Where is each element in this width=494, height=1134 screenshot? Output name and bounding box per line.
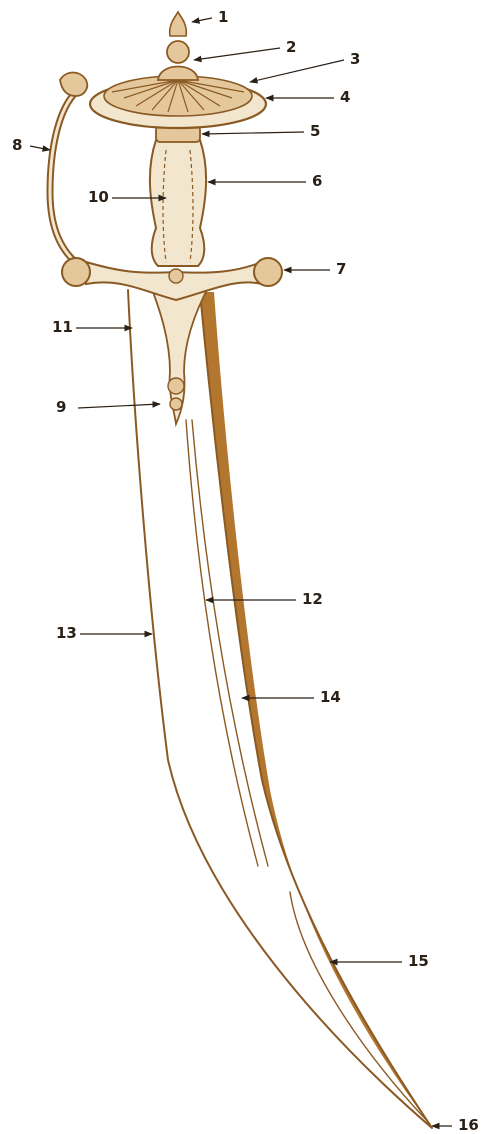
callouts: 1 2 3 4 5 6 7 [12,8,479,1134]
sword-illustration [50,12,432,1128]
langet-rosette [170,398,182,410]
callout-9: 9 [56,398,160,416]
callout-2: 2 [194,38,296,60]
callout-number: 12 [302,590,323,608]
callout-number: 3 [350,50,360,68]
callout-number: 16 [458,1116,479,1134]
callout-1: 1 [192,8,228,26]
callout-4: 4 [266,88,350,106]
callout-number: 6 [312,172,322,190]
crossguard-rosette [169,269,183,283]
callout-number: 2 [286,38,296,56]
callout-14: 14 [242,688,341,706]
guard-finial [60,73,87,97]
quillon-block-left [62,258,90,286]
callout-3: 3 [250,50,360,82]
callout-number: 11 [52,318,73,336]
pommel-knob [167,41,189,63]
knuckle-guard [50,92,80,266]
blade-outline [128,290,432,1128]
callout-11: 11 [52,318,132,336]
pommel-dome [158,67,198,81]
callout-number: 15 [408,952,429,970]
pommel [90,12,266,128]
callout-16: 16 [432,1116,479,1134]
callout-number: 9 [56,398,66,416]
callout-number: 14 [320,688,341,706]
grip-outline [150,140,206,266]
langet-rosette [168,378,184,394]
callout-number: 1 [218,8,228,26]
knuckle-guard-inner [50,92,80,266]
grip [150,126,206,266]
callout-13: 13 [56,624,152,642]
callout-6: 6 [208,172,322,190]
callout-number: 8 [12,136,22,154]
callout-number: 7 [336,260,346,278]
callout-12: 12 [206,590,323,608]
pommel-finial [170,12,187,36]
callout-number: 10 [88,188,109,206]
callout-number: 5 [310,122,320,140]
callout-7: 7 [284,260,346,278]
blade-spine-shade [200,292,432,1128]
callout-number: 13 [56,624,77,642]
quillon-block-right [254,258,282,286]
callout-15: 15 [330,952,429,970]
callout-number: 4 [340,88,350,106]
callout-8: 8 [12,136,50,154]
blade [128,290,432,1128]
